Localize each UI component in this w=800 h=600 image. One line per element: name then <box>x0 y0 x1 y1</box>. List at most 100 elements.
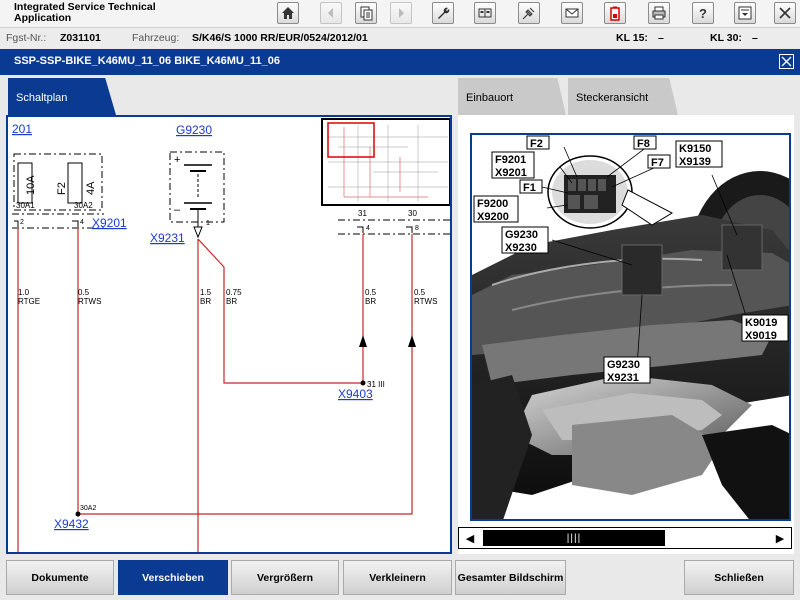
close-icon <box>779 7 791 19</box>
kl15-value: – <box>658 32 664 44</box>
battery-minus: – <box>174 204 181 216</box>
link-x9231[interactable]: X9231 <box>150 231 185 245</box>
vollbild-button[interactable]: Gesamter Bildschirm <box>455 560 566 595</box>
scroll-thumb[interactable]: |||| <box>483 530 665 546</box>
link-g9230[interactable]: G9230 <box>176 123 212 137</box>
wire3-color: BR <box>200 297 211 306</box>
pin-8: 8 <box>415 225 419 232</box>
fahrzeug-value: S/K46/S 1000 RR/EUR/0524/2012/01 <box>192 32 368 44</box>
schliessen-button[interactable]: Schließen <box>684 560 794 595</box>
documents-button[interactable] <box>355 2 377 24</box>
wire3-size: 1.5 <box>200 288 212 297</box>
document-header: SSP-SSP-BIKE_K46MU_11_06 BIKE_K46MU_11_0… <box>0 49 800 75</box>
pin-1: 1 <box>206 220 210 227</box>
pin-31iii: 31 III <box>367 380 385 389</box>
motorcycle-image: F2 F8 F7 F9201 X9201 F1 F9200 X9200 G923… <box>472 135 789 519</box>
service-button[interactable] <box>432 2 454 24</box>
kl30-value: – <box>752 32 758 44</box>
wire-direction-arrow <box>408 335 416 347</box>
tab-steckeransicht[interactable]: Steckeransicht <box>568 78 678 115</box>
vehicle-info-row: Fgst-Nr.: Z031101 Fahrzeug: S/K46/S 1000… <box>0 28 800 48</box>
link-x9201[interactable]: X9201 <box>92 216 127 230</box>
print-button[interactable] <box>648 2 670 24</box>
tab-schaltplan-label: Schaltplan <box>16 92 68 104</box>
home-button[interactable] <box>277 2 299 24</box>
photo-scrollbar[interactable]: ◀ |||| ▶ <box>458 527 792 549</box>
svg-text:?: ? <box>699 6 707 21</box>
plug-icon <box>522 7 535 20</box>
print-icon <box>652 6 666 20</box>
label-f9200: F9200 <box>477 198 508 210</box>
verschieben-button[interactable]: Verschieben <box>118 560 228 595</box>
connection-button[interactable] <box>518 2 540 24</box>
label-x9019: X9019 <box>745 330 777 342</box>
title-bar: Integrated Service Technical Application… <box>0 0 800 28</box>
fuse2-name: F2 <box>56 182 68 195</box>
pin-31: 31 <box>358 209 367 218</box>
installation-panel: F2 F8 F7 F9201 X9201 F1 F9200 X9200 G923… <box>458 115 794 554</box>
splice-x9432 <box>75 511 81 517</box>
wire4-size: 0.75 <box>226 288 242 297</box>
dropdown-icon <box>738 6 752 20</box>
arrow-right-icon: ▶ <box>775 532 785 545</box>
dokumente-button[interactable]: Dokumente <box>6 560 114 595</box>
close-icon <box>781 56 792 67</box>
label-k9019: K9019 <box>745 317 777 329</box>
label-f9201: F9201 <box>495 154 526 166</box>
viewport-indicator[interactable] <box>327 122 375 158</box>
wiring-diagram-panel[interactable]: 201 G9230 10A F2 4A 30A1 30A2 2 4 X9201 … <box>6 115 452 554</box>
app-close-button[interactable] <box>774 2 796 24</box>
label-g9230-bottom: G9230 <box>607 359 640 371</box>
help-button[interactable]: ? <box>692 2 714 24</box>
battery-plus: + <box>174 154 180 166</box>
fgst-label: Fgst-Nr.: <box>6 32 47 44</box>
documents-icon <box>360 6 373 21</box>
link-x9432[interactable]: X9432 <box>54 517 89 531</box>
verkleinern-button[interactable]: Verkleinern <box>343 560 452 595</box>
vergroessern-label: Vergrößern <box>256 571 314 584</box>
wire6-size: 0.5 <box>414 288 426 297</box>
scroll-right-button[interactable]: ▶ <box>769 528 791 548</box>
label-f1: F1 <box>523 182 536 194</box>
label-k9150: K9150 <box>679 143 711 155</box>
battery-outline <box>169 151 225 223</box>
ground-connector <box>193 226 203 239</box>
pin-4: 4 <box>80 219 84 226</box>
messages-button[interactable] <box>561 2 583 24</box>
label-f7: F7 <box>651 157 664 169</box>
wire6-color: RTWS <box>414 297 437 306</box>
wire1-color: RTGE <box>18 297 40 306</box>
wire2-color: RTWS <box>78 297 101 306</box>
document-close-button[interactable] <box>779 54 794 69</box>
link-201[interactable]: 201 <box>12 122 32 136</box>
forward-button[interactable] <box>390 2 412 24</box>
app-title-line1: Integrated Service Technical <box>14 1 156 13</box>
dokumente-label: Dokumente <box>31 571 89 584</box>
home-icon <box>282 7 294 19</box>
pin-2: 2 <box>20 219 24 226</box>
wires <box>17 228 413 552</box>
verschieben-label: Verschieben <box>142 571 204 584</box>
wiring-diagram[interactable]: 201 G9230 10A F2 4A 30A1 30A2 2 4 X9201 … <box>8 117 451 552</box>
wire2-size: 0.5 <box>78 288 90 297</box>
compare-button[interactable] <box>474 2 496 24</box>
label-x9230: X9230 <box>505 242 537 254</box>
pin-30a1: 30A1 <box>16 201 35 210</box>
tab-schaltplan[interactable]: Schaltplan <box>8 78 116 115</box>
installation-photo[interactable]: F2 F8 F7 F9201 X9201 F1 F9200 X9200 G923… <box>470 133 791 521</box>
menu-button[interactable] <box>734 2 756 24</box>
label-x9139: X9139 <box>679 156 711 168</box>
fgst-value: Z031101 <box>60 32 101 44</box>
verkleinern-label: Verkleinern <box>369 571 426 584</box>
tab-einbauort[interactable]: Einbauort <box>458 78 566 115</box>
wire1-size: 1.0 <box>18 288 30 297</box>
vergroessern-button[interactable]: Vergrößern <box>231 560 339 595</box>
tab-einbauort-label: Einbauort <box>466 92 514 104</box>
scroll-left-button[interactable]: ◀ <box>459 528 481 548</box>
link-x9403[interactable]: X9403 <box>338 387 373 401</box>
back-button[interactable] <box>320 2 342 24</box>
wire4-color: BR <box>226 297 237 306</box>
battery-button[interactable] <box>604 2 626 24</box>
fuse-f1 <box>17 162 33 204</box>
fahrzeug-label: Fahrzeug: <box>132 32 180 44</box>
